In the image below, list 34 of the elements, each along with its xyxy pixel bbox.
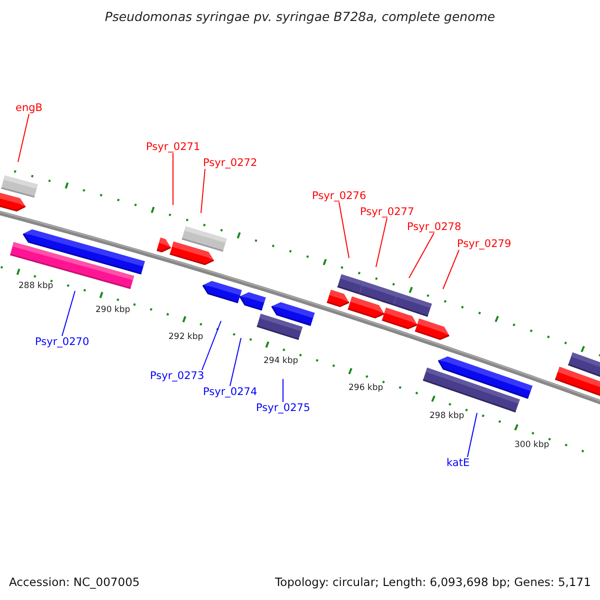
- gene-label: Psyr_0275: [256, 402, 310, 414]
- leader-line: [200, 168, 206, 214]
- leader-line: [202, 320, 222, 370]
- gene-label: Psyr_0273: [150, 370, 204, 382]
- scale-label: 294 kbp: [264, 355, 298, 367]
- gene-label: Psyr_0276: [312, 190, 366, 202]
- gene-label: Psyr_0278: [407, 221, 462, 233]
- gene-label: Psyr_0271: [146, 141, 200, 153]
- scale-label: 292 kbp: [168, 331, 204, 343]
- gene-label: Psyr_0279: [457, 238, 512, 250]
- leader-line: [467, 412, 478, 458]
- leader-line: [408, 232, 434, 278]
- footer-text: Topology: circular; Length: 6,093,698 bp; Genes: 5,171: [275, 576, 591, 588]
- leader-line: [282, 378, 284, 402]
- scale-label: 300 kbp: [514, 439, 550, 451]
- gene-label: Psyr_0277: [360, 206, 414, 218]
- gene-label: Psyr_0274: [203, 386, 258, 398]
- leader-line: [18, 114, 30, 162]
- gene-label: Psyr_0270: [35, 336, 90, 348]
- gene-label: engB: [16, 102, 42, 114]
- leader-line: [376, 218, 388, 268]
- leader-line: [172, 152, 174, 206]
- scale-label: 296 kbp: [348, 382, 384, 394]
- leader-line: [442, 250, 460, 290]
- footer-text: Accession: NC_007005: [9, 576, 140, 588]
- gene-label: Psyr_0272: [203, 157, 258, 169]
- title: Pseudomonas syringae pv. syringae B728a, complete genome: [104, 9, 496, 24]
- leader-line: [62, 290, 76, 336]
- leader-line: [338, 202, 350, 258]
- scale-label: 298 kbp: [430, 410, 464, 422]
- scale-label: 288 kbp: [18, 280, 54, 292]
- gene-label: katE: [446, 457, 470, 469]
- scale-label: 290 kbp: [96, 304, 130, 316]
- leader-line: [230, 338, 242, 386]
